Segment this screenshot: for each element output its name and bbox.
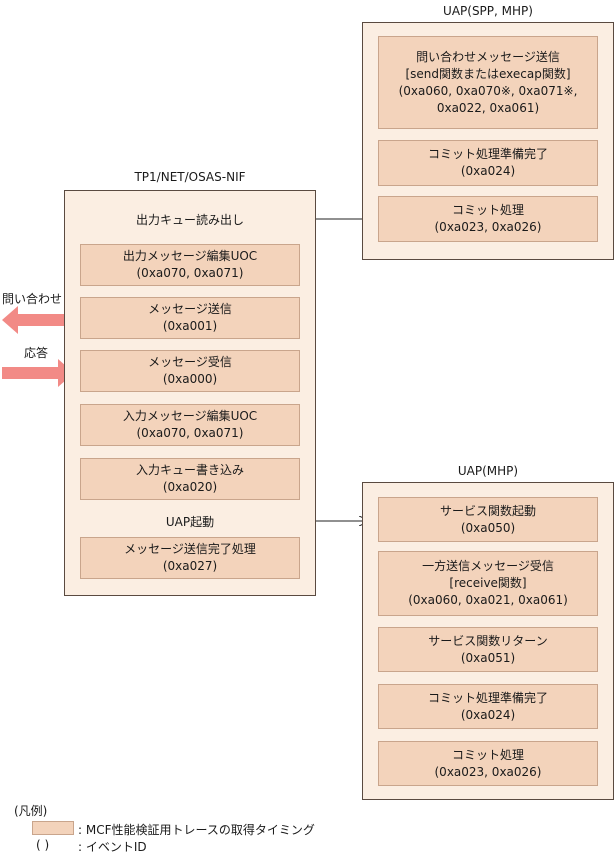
commit-prepare-box-spp: コミット処理準備完了 (0xa024): [378, 140, 598, 186]
output-message-edit-uoc-box: 出力メッセージ編集UOC (0xa070, 0xa071): [80, 244, 300, 286]
commit-box-mhp: コミット処理 (0xa023, 0xa026): [378, 741, 598, 786]
service-function-start-box: サービス関数起動 (0xa050): [378, 497, 598, 542]
legend-title: (凡例): [14, 804, 48, 818]
response-big-arrow: [2, 359, 74, 387]
uap-mhp-title: UAP(MHP): [457, 464, 519, 478]
message-receive-box: メッセージ受信 (0xa000): [80, 350, 300, 392]
inquiry-label: 問い合わせ: [2, 292, 63, 306]
input-queue-write-box: 入力キュー書き込み (0xa020): [80, 458, 300, 500]
legend-paren-symbol: ( ): [36, 838, 50, 852]
output-queue-read-label: 出力キュー読み出し: [135, 213, 244, 227]
legend-paren-text: : イベントID: [78, 840, 147, 854]
inquiry-big-arrow: [2, 306, 76, 334]
legend-swatch: [32, 821, 74, 835]
commit-prepare-box-mhp: コミット処理準備完了 (0xa024): [378, 684, 598, 729]
tp1-title: TP1/NET/OSAS-NIF: [134, 170, 246, 184]
message-send-complete-box: メッセージ送信完了処理 (0xa027): [80, 537, 300, 579]
service-function-return-box: サービス関数リターン (0xa051): [378, 627, 598, 672]
commit-box-spp: コミット処理 (0xa023, 0xa026): [378, 196, 598, 242]
uap-start-label: UAP起動: [165, 515, 215, 529]
message-send-box: メッセージ送信 (0xa001): [80, 297, 300, 339]
oneway-message-receive-box: 一方送信メッセージ受信 [receive関数] (0xa060, 0xa021,…: [378, 551, 598, 616]
response-label: 応答: [24, 346, 49, 360]
legend-swatch-text: : MCF性能検証用トレースの取得タイミング: [78, 823, 315, 837]
inquiry-message-send-box: 問い合わせメッセージ送信 [send関数またはexecap関数] (0xa060…: [378, 36, 598, 129]
uap-spp-mhp-title: UAP(SPP, MHP): [443, 4, 533, 18]
input-message-edit-uoc-box: 入力メッセージ編集UOC (0xa070, 0xa071): [80, 404, 300, 446]
